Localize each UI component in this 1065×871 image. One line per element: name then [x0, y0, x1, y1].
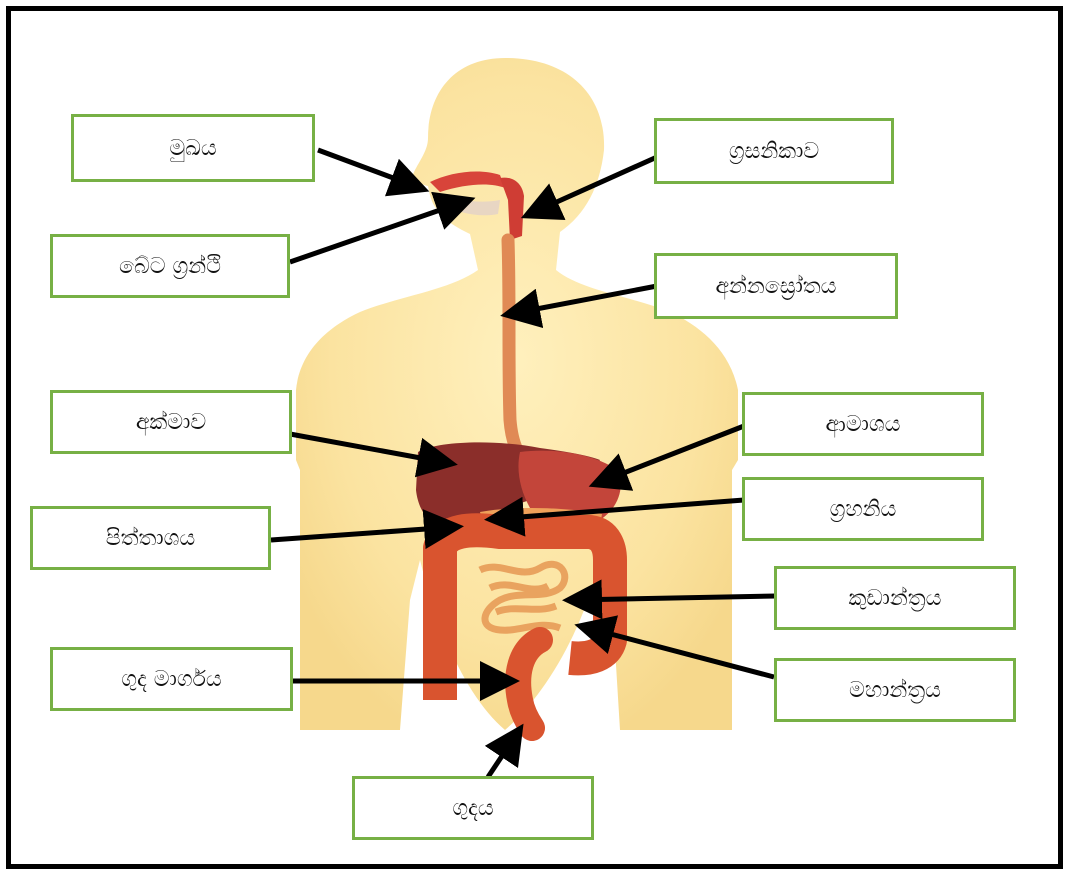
label-small-intestine: කුඩාන්ත්‍රය — [774, 566, 1016, 630]
label-mouth: මුඛය — [71, 114, 315, 182]
label-large-intestine: මහාන්ත්‍රය — [774, 658, 1016, 722]
label-anus: ගුදය — [352, 776, 594, 840]
label-pharynx: ග්‍රසනිකාව — [654, 118, 894, 184]
arrow-anus — [488, 732, 518, 777]
label-salivary-glands: බේට ග්‍රන්ථි — [50, 234, 290, 298]
arrow-mouth — [318, 150, 420, 188]
label-liver: අක්මාව — [50, 390, 292, 454]
label-oesophagus: අන්නස්‍රෝතය — [654, 253, 898, 319]
label-stomach: ආමාශය — [742, 392, 984, 456]
label-rectum: ගුද මාර්ගය — [50, 647, 293, 711]
arrow-salivary-glands — [290, 201, 466, 262]
label-gall-bladder: පිත්තාශය — [30, 506, 271, 570]
label-pancreas: ග්‍රහනිය — [742, 477, 984, 541]
